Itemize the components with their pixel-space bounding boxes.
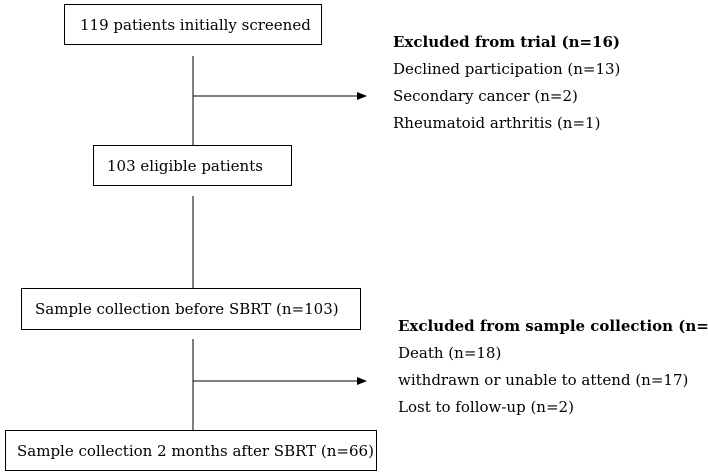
sample-exclusion-item: Lost to follow-up (n=2) — [398, 398, 574, 416]
screened-patients-label: 119 patients initially screened — [80, 15, 311, 34]
trial-exclusion-item: Declined participation (n=13) — [393, 60, 621, 78]
sample-after-sbrt-box: Sample collection 2 months after SBRT (n… — [5, 430, 377, 471]
sample-exclusion-item: Death (n=18) — [398, 344, 502, 362]
sample-before-sbrt-label: Sample collection before SBRT (n=103) — [35, 300, 339, 318]
sample-after-sbrt-label: Sample collection 2 months after SBRT (n… — [17, 441, 374, 460]
trial-exclusion-item: Secondary cancer (n=2) — [393, 87, 578, 105]
eligible-patients-box: 103 eligible patients — [93, 145, 292, 186]
screened-patients-box: 119 patients initially screened — [64, 4, 322, 45]
eligible-patients-label: 103 eligible patients — [107, 156, 263, 175]
sample-exclusion-item: withdrawn or unable to attend (n=17) — [398, 371, 689, 389]
trial-exclusion-heading: Excluded from trial (n=16) — [393, 33, 621, 51]
sample-exclusion-heading: Excluded from sample collection (n=37) — [398, 317, 708, 335]
sample-before-sbrt-box: Sample collection before SBRT (n=103) — [21, 288, 361, 330]
trial-exclusion-item: Rheumatoid arthritis (n=1) — [393, 114, 601, 132]
